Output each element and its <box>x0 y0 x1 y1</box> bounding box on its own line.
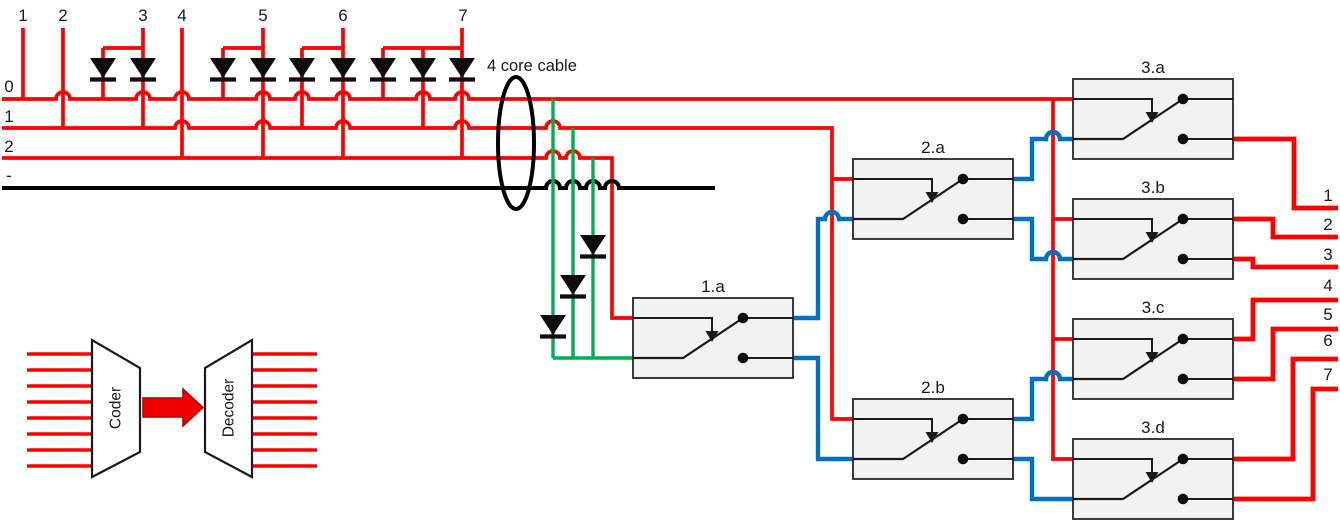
switch-box-3b <box>1071 197 1235 281</box>
output-wire-5 <box>1233 326 1338 382</box>
bus0-feeder-wire <box>1051 99 1073 461</box>
switch-box-3c <box>1071 317 1235 401</box>
switch-box-3a <box>1071 77 1235 161</box>
output-label-5: 5 <box>1323 305 1332 324</box>
coder-label: Coder <box>108 387 125 429</box>
bus-2-wire <box>2 149 633 320</box>
bus-labels: 0 1 2 - <box>4 77 13 185</box>
input-line-7 <box>381 28 464 158</box>
red-output-wires <box>1233 136 1338 502</box>
switch-label-1a: 1.a <box>701 277 725 296</box>
bus-label-0: 0 <box>4 77 13 96</box>
switch-box-2a <box>851 157 1015 241</box>
output-label-6: 6 <box>1323 331 1332 350</box>
bus-label-minus: - <box>6 166 12 185</box>
cable-label: 4 core cable <box>487 57 577 75</box>
switch-label-2b: 2.b <box>921 378 945 397</box>
switch-label-3b: 3.b <box>1141 178 1165 197</box>
output-wire-3 <box>1233 256 1338 270</box>
switch-label-3c: 3.c <box>1142 298 1165 317</box>
output-wire-7 <box>1233 386 1338 502</box>
decoder-label: Decoder <box>221 379 238 438</box>
decoder-output-labels: 1 2 3 4 5 6 7 <box>1323 186 1332 384</box>
blue-wires <box>793 129 1073 502</box>
diode-icon <box>250 58 276 80</box>
switch-label-2a: 2.a <box>921 138 945 157</box>
output-wire-2 <box>1233 216 1338 240</box>
switch-box-2b <box>851 397 1015 481</box>
diode-icon <box>130 58 156 80</box>
wire-2b-to-3c <box>1013 369 1073 422</box>
wire-2b-to-3d <box>1013 456 1073 502</box>
diode-icon <box>540 315 566 337</box>
output-wire-1 <box>1233 136 1338 211</box>
return-bus-wire <box>2 179 715 190</box>
input-label-2: 2 <box>58 6 67 25</box>
wire-1a-to-2b <box>793 355 853 462</box>
diode-icon <box>410 58 436 80</box>
output-label-3: 3 <box>1323 245 1332 264</box>
input-label-1: 1 <box>18 6 27 25</box>
legend: Coder Decoder <box>27 338 317 479</box>
decoder-trapezoid <box>203 338 254 479</box>
output-wire-4 <box>1233 297 1338 342</box>
input-label-7: 7 <box>458 6 467 25</box>
input-label-6: 6 <box>338 6 347 25</box>
wire-1a-to-2a <box>793 209 853 321</box>
diode-icon <box>370 58 396 80</box>
diode-icon <box>330 58 356 80</box>
bus-label-2: 2 <box>4 137 13 156</box>
coder-trapezoid <box>90 338 142 479</box>
output-label-4: 4 <box>1323 276 1332 295</box>
red-bus-wires <box>2 28 1073 461</box>
bus-1-wire <box>2 119 853 421</box>
output-label-1: 1 <box>1323 186 1332 205</box>
coder-diodes <box>90 58 475 80</box>
legend-coder-lines <box>27 352 92 468</box>
bus-0-wire <box>2 90 1073 101</box>
wire-2a-to-3a <box>1013 129 1073 182</box>
bus-minus-wire <box>2 179 715 190</box>
switch-labels: 1.a 2.a 2.b 3.a 3.b 3.c 3.d <box>701 58 1165 437</box>
input-label-4: 4 <box>177 6 186 25</box>
wire-2a-to-3b <box>1013 216 1073 262</box>
cable-marker-ellipse <box>496 75 536 211</box>
diode-icon <box>289 58 315 80</box>
input-label-5: 5 <box>258 6 267 25</box>
bus-label-1: 1 <box>4 107 13 126</box>
output-label-7: 7 <box>1323 365 1332 384</box>
switch-box-1a <box>631 296 795 380</box>
input-label-3: 3 <box>138 6 147 25</box>
diode-icon <box>580 235 606 257</box>
diode-icon <box>210 58 236 80</box>
output-label-2: 2 <box>1323 215 1332 234</box>
diode-icon <box>90 58 116 80</box>
coder-to-decoder-arrow-icon <box>142 387 205 428</box>
switch-label-3a: 3.a <box>1141 58 1165 77</box>
diode-icon <box>449 58 475 80</box>
coder-input-labels: 1 2 3 4 5 6 7 <box>18 6 467 25</box>
switch-label-3d: 3.d <box>1141 418 1165 437</box>
switch-box-3d <box>1071 437 1235 521</box>
legend-decoder-lines <box>252 352 317 468</box>
diode-icon <box>560 275 586 297</box>
output-wire-6 <box>1233 356 1338 462</box>
